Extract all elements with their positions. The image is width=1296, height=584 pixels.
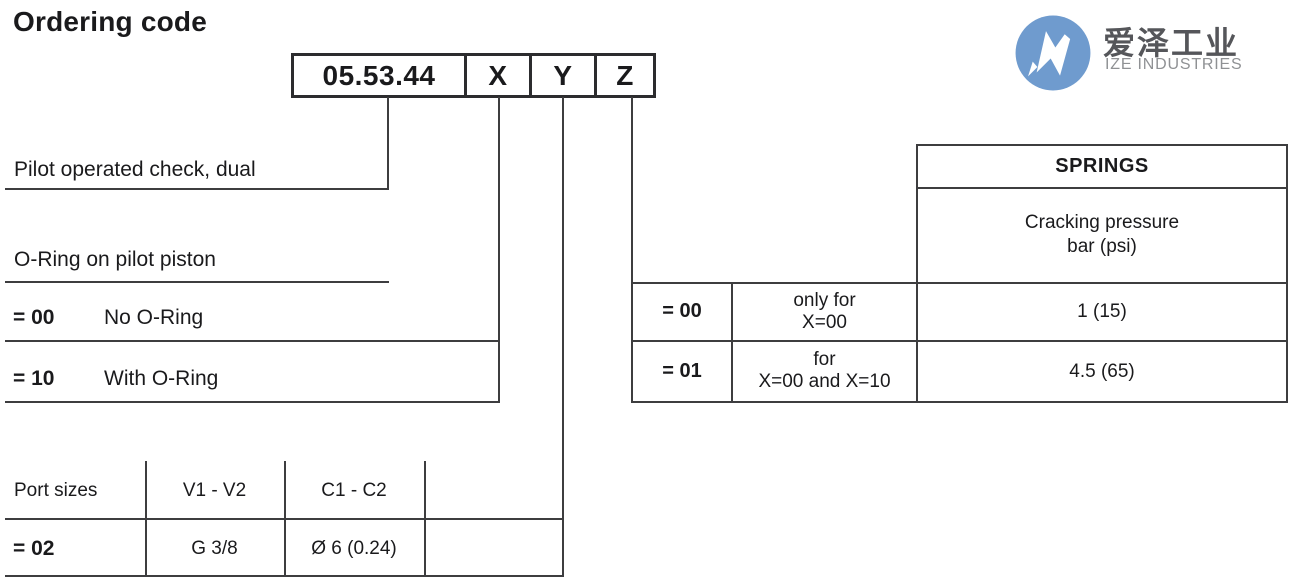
- port-table-header: V1 - V2: [182, 480, 247, 501]
- logo-name-chinese: 爱泽工业: [1103, 25, 1240, 61]
- springs-table-border: [631, 282, 1288, 284]
- port-table-header: Port sizes: [14, 480, 98, 501]
- leader-line-y: [562, 97, 564, 577]
- pilot-underline: [5, 188, 389, 190]
- springs-row-code: = 00: [662, 300, 702, 322]
- ize-logo-icon: [1015, 15, 1091, 91]
- springs-table-border: [631, 401, 1288, 403]
- springs-table-border: [631, 340, 1288, 342]
- oring-row-line: [5, 401, 500, 403]
- springs-row-value: 1 (15): [1077, 301, 1127, 322]
- springs-table-border: [916, 144, 918, 403]
- port-table-bottom-line: [5, 575, 563, 577]
- springs-table-border: [1286, 144, 1288, 403]
- pilot-label: Pilot operated check, dual: [14, 158, 256, 181]
- oring-option-label: With O-Ring: [104, 367, 219, 390]
- logo-name-english: IZE INDUSTRIES: [1105, 56, 1243, 73]
- springs-table-border: [916, 187, 1288, 189]
- springs-table-subtitle: Cracking pressure bar (psi): [1024, 212, 1180, 257]
- leader-line-z: [631, 97, 633, 403]
- page-title: Ordering code: [13, 6, 207, 37]
- port-table-header-line: [5, 518, 563, 520]
- oring-label: O-Ring on pilot piston: [14, 248, 216, 271]
- springs-row-code: = 01: [662, 360, 702, 382]
- code-z-cell: Z: [594, 56, 653, 95]
- oring-option-code: = 10: [13, 367, 55, 390]
- leader-line-x: [498, 97, 500, 403]
- port-table-row-value: Ø 6 (0.24): [311, 538, 397, 559]
- springs-table-border: [916, 144, 1288, 146]
- oring-row-line: [5, 340, 500, 342]
- oring-option-label: No O-Ring: [104, 306, 204, 329]
- springs-table-title: SPRINGS: [1055, 155, 1149, 177]
- port-table-row-code: = 02: [13, 537, 55, 560]
- code-x-cell: X: [464, 56, 529, 95]
- oring-option-code: = 00: [13, 306, 55, 329]
- ordering-code-box: 05.53.44 X Y Z: [291, 53, 656, 98]
- springs-table-border: [731, 282, 733, 403]
- springs-row-condition: for X=00 and X=10: [758, 349, 891, 392]
- leader-line-base: [387, 97, 389, 190]
- code-y-cell: Y: [529, 56, 594, 95]
- code-base-cell: 05.53.44: [322, 59, 436, 91]
- springs-row-value: 4.5 (65): [1069, 361, 1135, 382]
- springs-row-condition: only for X=00: [793, 290, 856, 333]
- oring-underline: [5, 281, 389, 283]
- port-table-header: C1 - C2: [321, 480, 387, 501]
- port-table-row-value: G 3/8: [191, 538, 238, 559]
